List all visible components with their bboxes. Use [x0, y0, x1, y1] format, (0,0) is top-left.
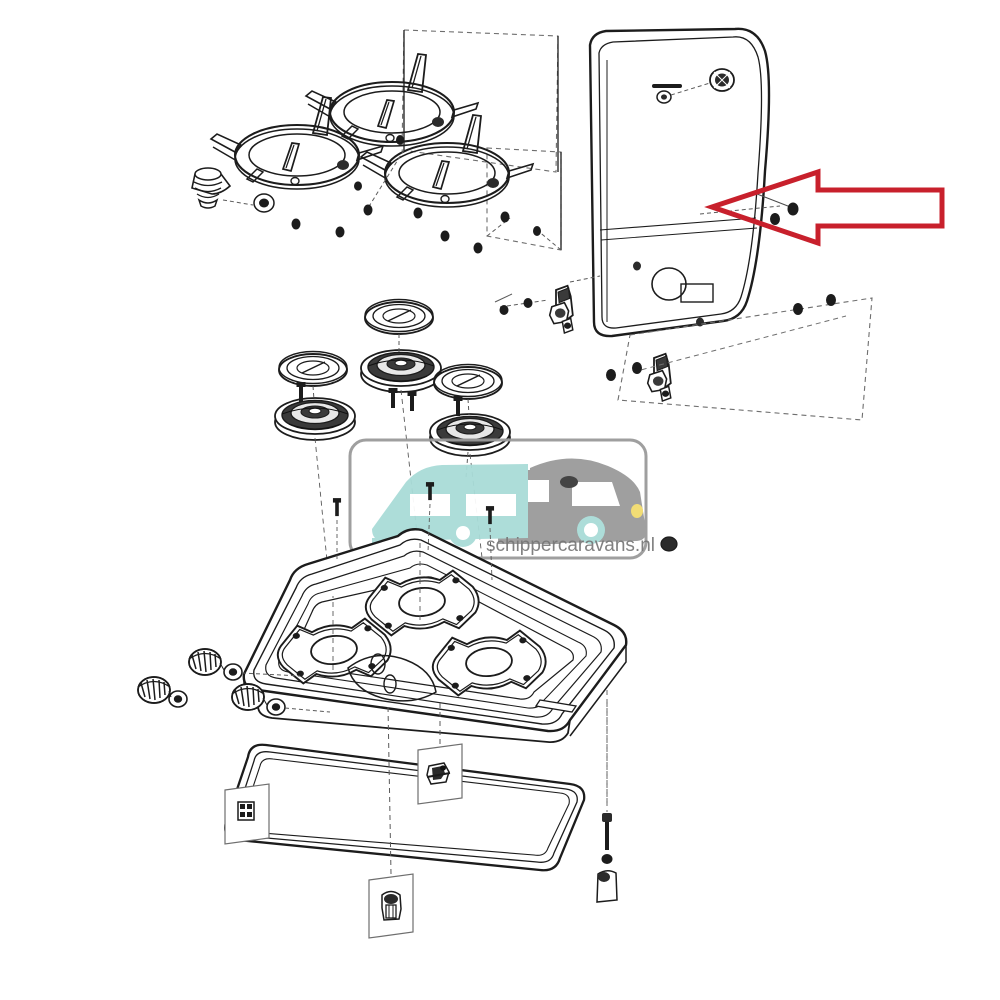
lid-panel-group: [494, 27, 873, 421]
gas-hardware-group: [332, 482, 678, 903]
logo-caravan-window-right: [466, 494, 516, 516]
spacer-bush[interactable]: [660, 536, 678, 552]
callout-box-grate-rear: [401, 29, 559, 173]
lid-slot: [652, 84, 682, 88]
control-knob-1[interactable]: [188, 648, 222, 676]
red-pointer-arrow: [704, 168, 945, 247]
logo-van-windshield: [572, 482, 620, 506]
burner-cap-rear[interactable]: [364, 298, 434, 335]
control-washer-2[interactable]: [168, 690, 188, 708]
control-washer-3[interactable]: [266, 698, 286, 716]
callout-valve-detail: [381, 890, 402, 921]
logo-van-mirror: [560, 476, 578, 488]
cooktop-pan-group: [242, 528, 628, 743]
grate-fastener-dots: [291, 135, 541, 254]
thermocouple-washer[interactable]: [601, 854, 613, 864]
logo-text: schippercaravans.nl: [486, 535, 655, 556]
burner-cap-right[interactable]: [433, 363, 503, 400]
burner-cap-left[interactable]: [278, 350, 348, 387]
pan-support-rail: [534, 699, 578, 713]
thermocouple-stem: [605, 822, 609, 850]
callout-clip-detail: [237, 801, 255, 821]
logo-van-headlight: [631, 504, 643, 518]
lid-glass-panel[interactable]: [588, 27, 771, 338]
control-knob-2[interactable]: [137, 676, 171, 704]
callout-bracket-detail: [426, 762, 451, 785]
thermocouple-nut[interactable]: [602, 813, 612, 822]
control-knob-group: [137, 648, 331, 716]
burner-base-rear[interactable]: [360, 349, 442, 393]
gas-manifold: [347, 654, 437, 702]
control-washer-1[interactable]: [223, 663, 243, 681]
lid-fixing-screw-b[interactable]: [770, 213, 780, 225]
control-knob-3[interactable]: [231, 683, 265, 711]
lid-control-rect: [680, 283, 714, 303]
callout-box-hinge-plane: [617, 297, 873, 421]
lid-fixing-screw-a[interactable]: [787, 202, 799, 216]
pan-support-grate-group: [191, 29, 562, 254]
logo-frame: [348, 438, 648, 560]
burner-base-left[interactable]: [274, 397, 356, 441]
